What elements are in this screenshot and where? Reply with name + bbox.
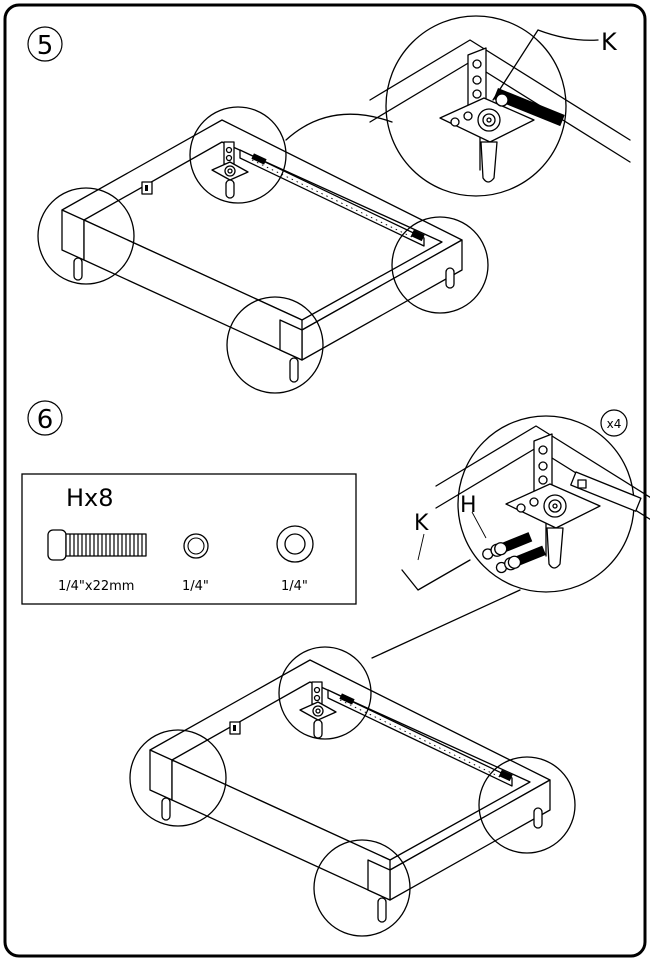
label-leader — [537, 29, 599, 41]
step-5: 5 K — [27, 15, 631, 394]
bolt-size-label: 1/4"x22mm — [58, 579, 134, 594]
zoom-circle-left — [37, 187, 135, 285]
page-border — [3, 3, 647, 958]
step-number-circle — [27, 26, 63, 62]
multiplier-badge: x4 — [600, 409, 628, 437]
step-6: 6 Hx8 — [21, 400, 650, 937]
corner-detail-illustration — [435, 425, 650, 569]
detail-circle — [385, 15, 567, 197]
bolt-assembly-illustration — [482, 532, 546, 574]
tool-label: K — [601, 28, 618, 56]
parts-box: Hx8 1/4"x22mm — [21, 473, 357, 605]
bed-frame-illustration — [149, 659, 551, 923]
bolt-icon — [47, 529, 147, 561]
label-leader — [471, 511, 487, 539]
corner-detail-illustration — [369, 39, 631, 183]
zoom-circle-bottom — [226, 296, 324, 394]
multiplier-label: x4 — [607, 417, 622, 431]
zoom-circle-top — [278, 646, 372, 740]
step-number: 5 — [37, 31, 54, 61]
detail-connector — [285, 113, 393, 141]
part-label: H — [460, 493, 477, 518]
zoom-circle-left — [129, 729, 227, 827]
zoom-circle-right — [478, 756, 576, 854]
zoom-circle-top — [189, 106, 287, 204]
tool-label: K — [414, 511, 429, 536]
lock-washer-size-label: 1/4" — [182, 579, 209, 594]
flat-washer-icon — [276, 525, 314, 563]
allen-key-icon — [401, 559, 471, 591]
bed-frame-illustration — [61, 119, 463, 383]
label-leader — [417, 533, 425, 561]
lock-washer-icon — [183, 533, 209, 559]
step-number-circle — [27, 400, 63, 436]
zoom-circle-right — [391, 216, 489, 314]
zoom-circle-bottom — [313, 839, 411, 937]
step-number: 6 — [37, 405, 54, 435]
detail-connector — [371, 589, 521, 659]
allen-key-icon — [492, 29, 539, 101]
flat-washer-size-label: 1/4" — [281, 579, 308, 594]
parts-box-title: Hx8 — [66, 484, 114, 512]
